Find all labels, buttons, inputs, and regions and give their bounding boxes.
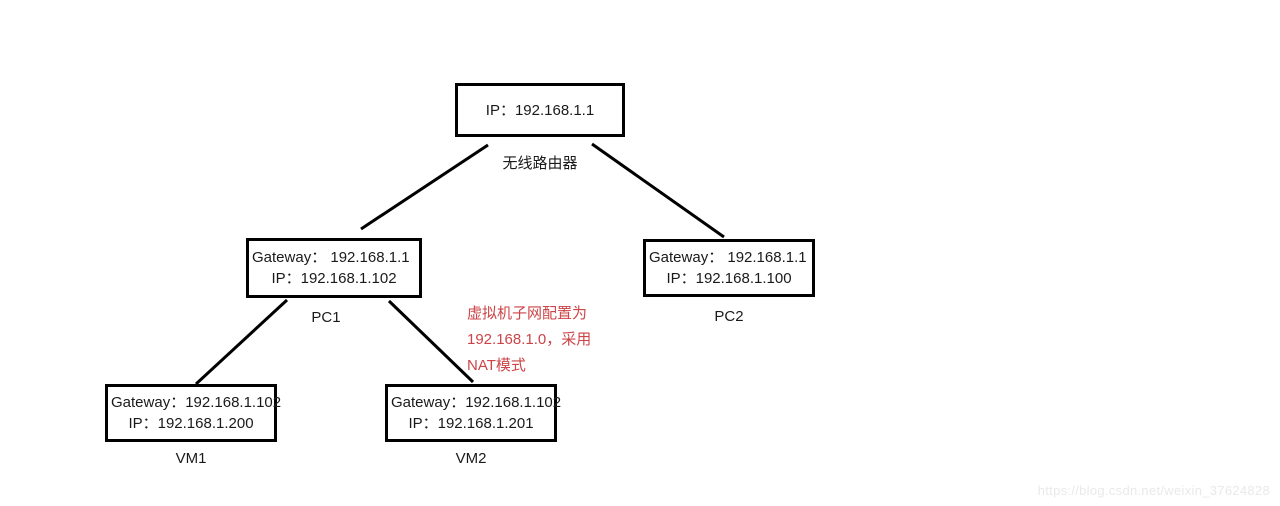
pc2-gateway: Gateway： 192.168.1.1 bbox=[649, 249, 807, 266]
pc2-ip: IP：192.168.1.100 bbox=[666, 270, 792, 287]
connector-pc1-vm2 bbox=[387, 299, 475, 384]
nat-note-line3: NAT模式 bbox=[467, 357, 526, 374]
pc1-ip: IP：192.168.1.102 bbox=[271, 270, 397, 288]
vm2-box: Gateway：192.168.1.102 IP：192.168.1.201 bbox=[385, 384, 561, 442]
router-ip: IP：192.168.1.1 bbox=[485, 101, 595, 119]
router-label: 无线路由器 bbox=[502, 155, 578, 172]
nat-note-line2: 192.168.1.0，采用 bbox=[467, 331, 592, 348]
vm1-label: VM1 bbox=[175, 450, 207, 467]
connector-router-pc1 bbox=[360, 143, 489, 231]
router-box: IP：192.168.1.1 bbox=[455, 83, 625, 137]
connector-router-pc2 bbox=[591, 142, 725, 239]
vm1-gateway: Gateway：192.168.1.102 bbox=[111, 394, 282, 411]
vm1-ip: IP：192.168.1.200 bbox=[128, 415, 254, 432]
vm1-box: Gateway：192.168.1.102 IP：192.168.1.200 bbox=[105, 384, 281, 442]
vm2-ip: IP：192.168.1.201 bbox=[408, 415, 534, 432]
pc2-box: Gateway： 192.168.1.1 IP：192.168.1.100 bbox=[643, 239, 815, 297]
pc1-gateway: Gateway： 192.168.1.1 bbox=[252, 248, 410, 266]
watermark-url: https://blog.csdn.net/weixin_37624828 bbox=[1037, 483, 1270, 498]
pc1-label: PC1 bbox=[311, 309, 341, 326]
vm2-label: VM2 bbox=[455, 450, 487, 467]
nat-note: 虚拟机子网配置为 192.168.1.0，采用 NAT模式 bbox=[467, 301, 591, 379]
pc2-label: PC2 bbox=[714, 308, 744, 325]
connector-pc1-vm1 bbox=[194, 298, 289, 386]
pc1-box: Gateway： 192.168.1.1 IP：192.168.1.102 bbox=[246, 238, 422, 298]
nat-note-line1: 虚拟机子网配置为 bbox=[467, 305, 588, 322]
vm2-gateway: Gateway：192.168.1.102 bbox=[391, 394, 562, 411]
